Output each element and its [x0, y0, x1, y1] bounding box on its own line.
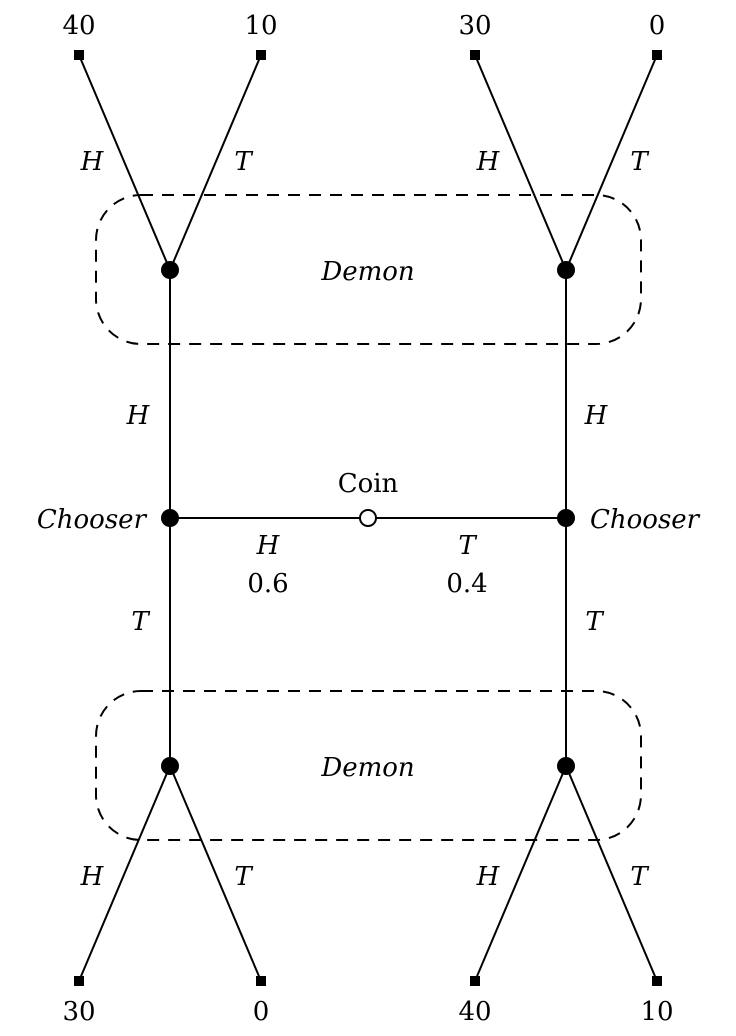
- edge-demon-top-left-tails: [169, 54, 262, 271]
- edge-demon-bottom-left-tails: [169, 765, 262, 982]
- info-set-demon-top: [95, 194, 642, 345]
- demon-node: [161, 261, 179, 279]
- terminal-node: [256, 976, 266, 986]
- terminal-node: [256, 50, 266, 60]
- payoff-label: 30: [62, 997, 95, 1027]
- edge-demon-bottom-right-heads: [474, 765, 567, 982]
- terminal-node: [74, 976, 84, 986]
- move-label: T: [630, 147, 649, 177]
- move-label: T: [131, 607, 150, 637]
- payoff-label: 10: [640, 997, 673, 1027]
- edge-demon-top-left-heads: [78, 54, 171, 271]
- info-set-demon-bottom: [95, 690, 642, 841]
- payoff-label: 10: [244, 11, 277, 41]
- chooser-node: [557, 509, 575, 527]
- payoff-label: 0: [253, 997, 270, 1027]
- terminal-node: [652, 50, 662, 60]
- chance-node: [359, 509, 377, 527]
- chooser-label: Chooser: [590, 505, 701, 535]
- payoff-label: 40: [458, 997, 491, 1027]
- chance-label: Coin: [338, 469, 399, 499]
- terminal-node: [652, 976, 662, 986]
- payoff-label: 40: [62, 11, 95, 41]
- info-set-label: Demon: [320, 753, 414, 783]
- move-label: H: [256, 531, 281, 561]
- demon-node: [557, 757, 575, 775]
- terminal-node: [470, 50, 480, 60]
- info-set-label: Demon: [320, 257, 414, 287]
- move-label: H: [80, 862, 105, 892]
- payoff-label: 30: [458, 11, 491, 41]
- terminal-node: [74, 50, 84, 60]
- probability-label: 0.6: [247, 569, 288, 599]
- chooser-node: [161, 509, 179, 527]
- demon-node: [161, 757, 179, 775]
- edge-demon-bottom-right-tails: [565, 765, 658, 982]
- move-label: T: [458, 531, 477, 561]
- move-label: T: [234, 147, 253, 177]
- move-label: H: [126, 401, 151, 431]
- chooser-label: Chooser: [37, 505, 148, 535]
- move-label: T: [585, 607, 604, 637]
- edge-demon-top-right-heads: [474, 54, 567, 271]
- move-label: T: [630, 862, 649, 892]
- demon-node: [557, 261, 575, 279]
- move-label: H: [584, 401, 609, 431]
- probability-label: 0.4: [446, 569, 487, 599]
- move-label: H: [476, 147, 501, 177]
- payoff-label: 0: [649, 11, 666, 41]
- move-label: T: [234, 862, 253, 892]
- move-label: H: [476, 862, 501, 892]
- terminal-node: [470, 976, 480, 986]
- move-label: H: [80, 147, 105, 177]
- edge-demon-bottom-left-heads: [78, 765, 171, 982]
- edge-demon-top-right-tails: [565, 54, 658, 271]
